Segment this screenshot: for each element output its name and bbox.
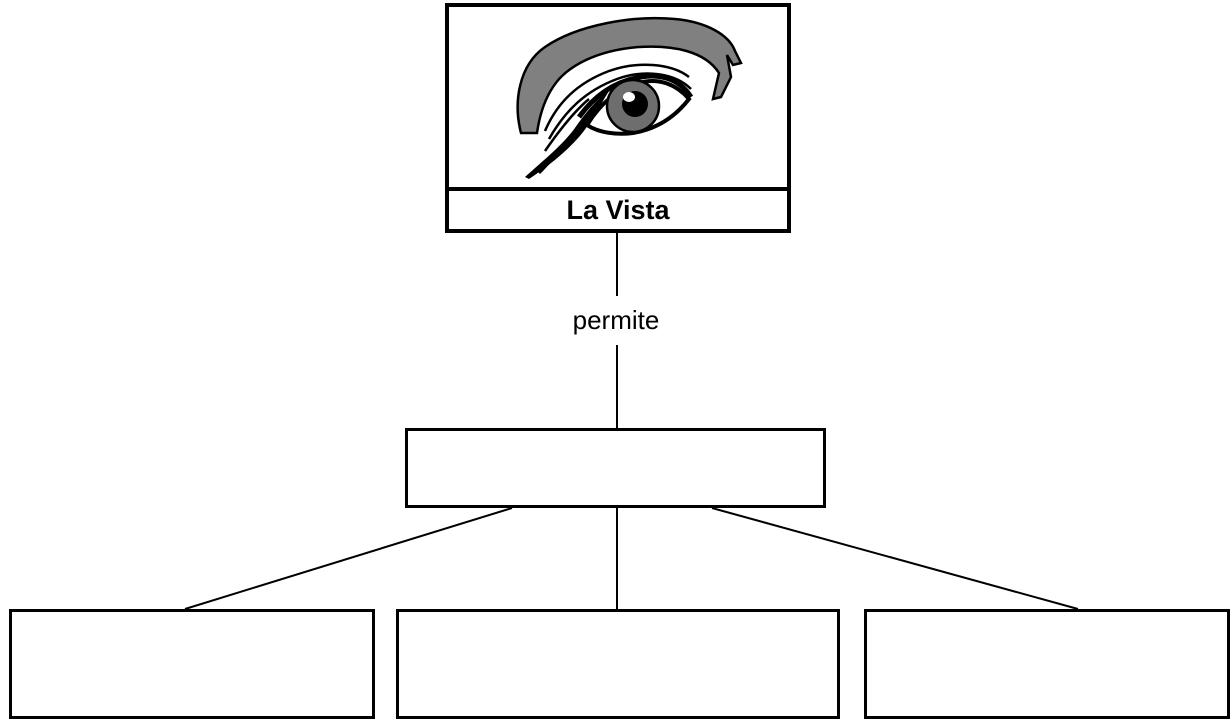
lid-crease-3: [543, 98, 590, 152]
link-label: permite: [516, 305, 716, 336]
lid-crease-1: [543, 63, 690, 132]
concept-title: La Vista: [566, 194, 670, 225]
lid-crease-2: [547, 72, 692, 140]
concept-card-vista: La Vista: [445, 3, 791, 233]
eye-illustration: [516, 16, 743, 179]
answer-box-center[interactable]: [396, 609, 840, 719]
connector-main-to-right: [711, 507, 1079, 610]
highlight: [623, 92, 635, 102]
answer-box-left[interactable]: [9, 609, 375, 719]
connector-main-to-left: [184, 507, 513, 610]
answer-box-main[interactable]: [405, 428, 826, 508]
answer-box-right[interactable]: [864, 609, 1230, 719]
upper-lid-line: [576, 73, 694, 119]
lash-sweep-2: [537, 126, 581, 175]
lash-sweep: [525, 91, 609, 179]
eyebrow-shape: [516, 16, 743, 135]
card-divider: [449, 187, 787, 191]
